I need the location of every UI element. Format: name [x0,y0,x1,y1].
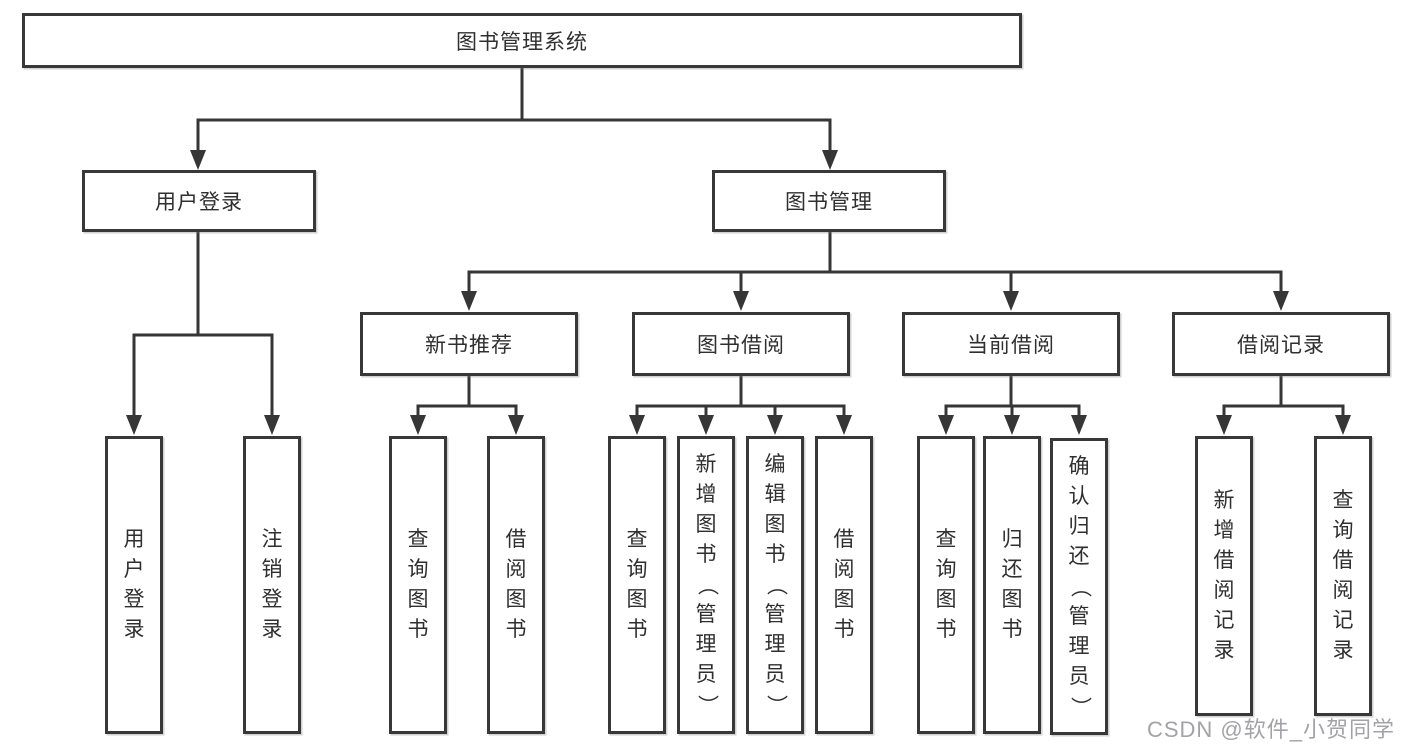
leaf-newrec-borrow-book-label: 借阅图书 [505,528,527,641]
node-library-system-label: 图书管理系统 [456,30,588,54]
leaf-edit-book-admin: 编辑图书（管理员） [746,436,804,734]
node-current-borrowing-label: 当前借阅 [967,334,1055,357]
leaf-add-book-admin-label: 新增图书（管理员） [695,453,718,716]
leaf-borrow-query-book-label: 查询图书 [626,528,648,641]
node-borrow-records-label: 借阅记录 [1237,334,1325,357]
csdn-watermark: CSDN @软件_小贺同学 [1146,717,1395,742]
leaf-current-query-book-label: 查询图书 [935,528,957,641]
leaf-borrow-book-label: 借阅图书 [833,528,855,641]
node-library-system: 图书管理系统 [22,13,1022,68]
leaf-user-login: 用户登录 [105,436,163,734]
node-user-login: 用户登录 [82,170,316,232]
leaf-return-book: 归还图书 [983,436,1041,734]
leaf-logout-label: 注销登录 [261,528,283,641]
node-user-login-label: 用户登录 [155,191,243,214]
leaf-add-borrow-record-label: 新增借阅记录 [1213,489,1235,662]
node-new-book-recommend-label: 新书推荐 [425,334,513,357]
node-current-borrowing: 当前借阅 [902,312,1120,376]
leaf-edit-book-admin-label: 编辑图书（管理员） [764,453,787,716]
leaf-add-book-admin: 新增图书（管理员） [677,436,735,734]
leaf-confirm-return-admin-label: 确认归还（管理员） [1068,454,1091,718]
leaf-current-query-book: 查询图书 [917,436,975,734]
leaf-logout: 注销登录 [243,436,301,734]
node-book-management: 图书管理 [712,170,946,232]
leaf-newrec-query-book-label: 查询图书 [407,528,429,641]
leaf-borrow-book: 借阅图书 [815,436,873,734]
leaf-query-borrow-record: 查询借阅记录 [1314,436,1372,716]
node-book-borrowing: 图书借阅 [632,312,850,376]
node-new-book-recommend: 新书推荐 [360,312,578,376]
leaf-return-book-label: 归还图书 [1001,528,1023,641]
node-book-borrowing-label: 图书借阅 [697,334,785,357]
leaf-confirm-return-admin: 确认归还（管理员） [1050,438,1108,735]
leaf-add-borrow-record: 新增借阅记录 [1195,436,1253,716]
leaf-newrec-query-book: 查询图书 [389,436,447,734]
leaf-newrec-borrow-book: 借阅图书 [487,436,545,734]
leaf-user-login-label: 用户登录 [123,528,145,641]
leaf-query-borrow-record-label: 查询借阅记录 [1332,489,1354,662]
node-borrow-records: 借阅记录 [1172,312,1390,376]
node-book-management-label: 图书管理 [785,191,873,214]
leaf-borrow-query-book: 查询图书 [608,436,666,734]
